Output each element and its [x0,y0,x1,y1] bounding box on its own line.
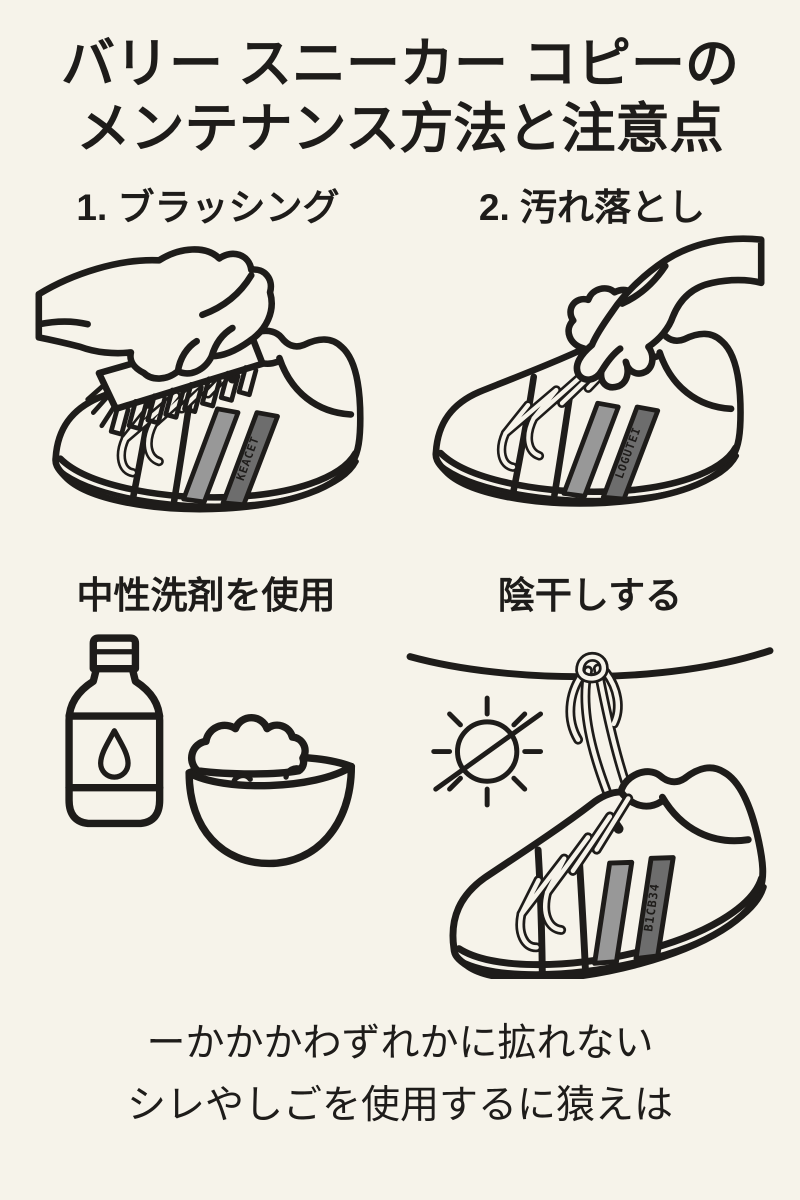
lace-knot-icon [575,651,609,684]
foam-bowl-icon [185,713,356,868]
hand-icon [35,246,275,383]
section-shade-dry: 陰干しする [400,542,780,979]
sneaker-icon: LOGUTEI [436,325,741,503]
page-title: バリー スニーカー コピーの メンテナンス方法と注意点 [20,32,780,162]
shade-dry-illustration: B1CB34 [406,647,780,979]
section-heading-shade-dry: 陰干しする [497,575,683,617]
droplet-icon [98,728,131,780]
footer-line-1: ーかかかわずれかに拡れない [146,1021,654,1065]
hand-icon [573,235,765,391]
title-line-1: バリー スニーカー コピーの [60,34,739,94]
sneaker-icon: B1CB34 [426,752,779,979]
section-heading-brushing: 1. ブラッシング [76,186,340,228]
steps-row-1: 1. ブラッシング KEACET [20,186,780,517]
section-stain-removal: 2. 汚れ落とし LOGUTEI [404,186,780,517]
footer-note: ーかかかわずれかに拡れない シレやしごを使用するに猿えは [20,1013,780,1138]
brushing-illustration: KEACET [35,246,394,516]
wiping-illustration: LOGUTEI [406,235,765,516]
section-brushing: 1. ブラッシング KEACET [20,186,396,517]
section-heading-detergent: 中性洗剤を使用 [76,575,336,617]
sneaker-icon: KEACET [56,331,361,509]
steps-row-2: 中性洗剤を使用 [20,542,780,979]
foam-icon [188,713,309,778]
stripe-logo-text: B1CB34 [641,882,662,932]
title-line-2: メンテナンス方法と注意点 [76,98,724,159]
section-heading-stain-removal: 2. 汚れ落とし [478,186,706,228]
section-detergent: 中性洗剤を使用 [20,542,392,979]
detergent-illustration [65,634,356,868]
no-sun-icon [431,695,544,808]
detergent-bottle-icon [65,634,164,828]
footer-line-2: シレやしごを使用するに猿えは [126,1084,673,1128]
